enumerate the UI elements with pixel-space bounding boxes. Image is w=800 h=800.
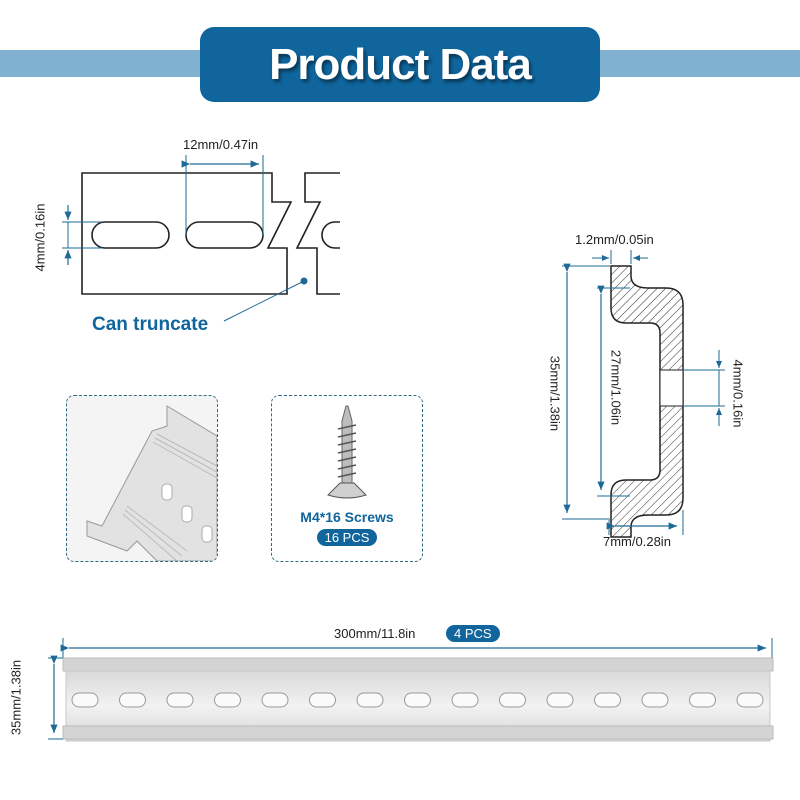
- length-label: 300mm/11.8in: [334, 626, 416, 641]
- slot-pitch-label: 12mm/0.47in: [183, 137, 259, 152]
- rail-piece-left: [81, 172, 293, 295]
- rail-slot: [546, 692, 574, 708]
- slot-depth-label: 4mm/0.16in: [730, 359, 746, 428]
- rail-closeup-icon: [86, 405, 217, 561]
- rail-slot: [499, 692, 526, 708]
- rail-slot: [261, 692, 289, 708]
- header-banner: Product Data: [200, 27, 600, 102]
- inner-height-label: 27mm/1.06in: [608, 349, 624, 426]
- screw-name: M4*16 Screws: [300, 509, 394, 525]
- rail-slot: [404, 692, 431, 708]
- rail-slot: [119, 692, 146, 708]
- rail-photo: [48, 638, 774, 742]
- rail-cross-section: [610, 265, 684, 538]
- rail-slot: [689, 692, 716, 708]
- slot-3: [321, 221, 340, 249]
- thickness-label: 1.2mm/0.05in: [575, 232, 654, 247]
- rail-slot: [71, 692, 99, 708]
- screw-card: M4*16 Screws 16 PCS: [271, 395, 423, 562]
- rail-slot: [736, 692, 764, 708]
- rail-slot: [451, 692, 479, 708]
- rail-slot: [166, 692, 194, 708]
- rail-slot: [641, 692, 669, 708]
- profile-diagram: [562, 250, 725, 538]
- depth-label: 7mm/0.28in: [603, 534, 671, 549]
- rail-slot: [594, 692, 621, 708]
- rail-qty-badge: 4 PCS: [446, 625, 500, 642]
- total-height-label: 35mm/1.38in: [547, 355, 563, 432]
- slot-diagram: [62, 155, 340, 322]
- rail-bottom-flange: [62, 725, 774, 740]
- can-truncate-callout: Can truncate: [92, 314, 209, 335]
- slot-height-label: 4mm/0.16in: [32, 203, 48, 272]
- rail-height-label: 35mm/1.38in: [8, 659, 24, 736]
- rail-top-flange: [62, 657, 774, 672]
- rail-piece-right: [295, 172, 340, 295]
- page-title: Product Data: [269, 39, 532, 89]
- slot-2: [185, 221, 264, 249]
- rail-slot: [214, 692, 241, 708]
- rail-slot: [309, 692, 336, 708]
- rail-detail-card: [66, 395, 218, 562]
- screw-qty-badge: 16 PCS: [316, 529, 378, 546]
- screw-icon: [327, 405, 367, 499]
- slot-1: [91, 221, 170, 249]
- rail-slot: [356, 692, 384, 708]
